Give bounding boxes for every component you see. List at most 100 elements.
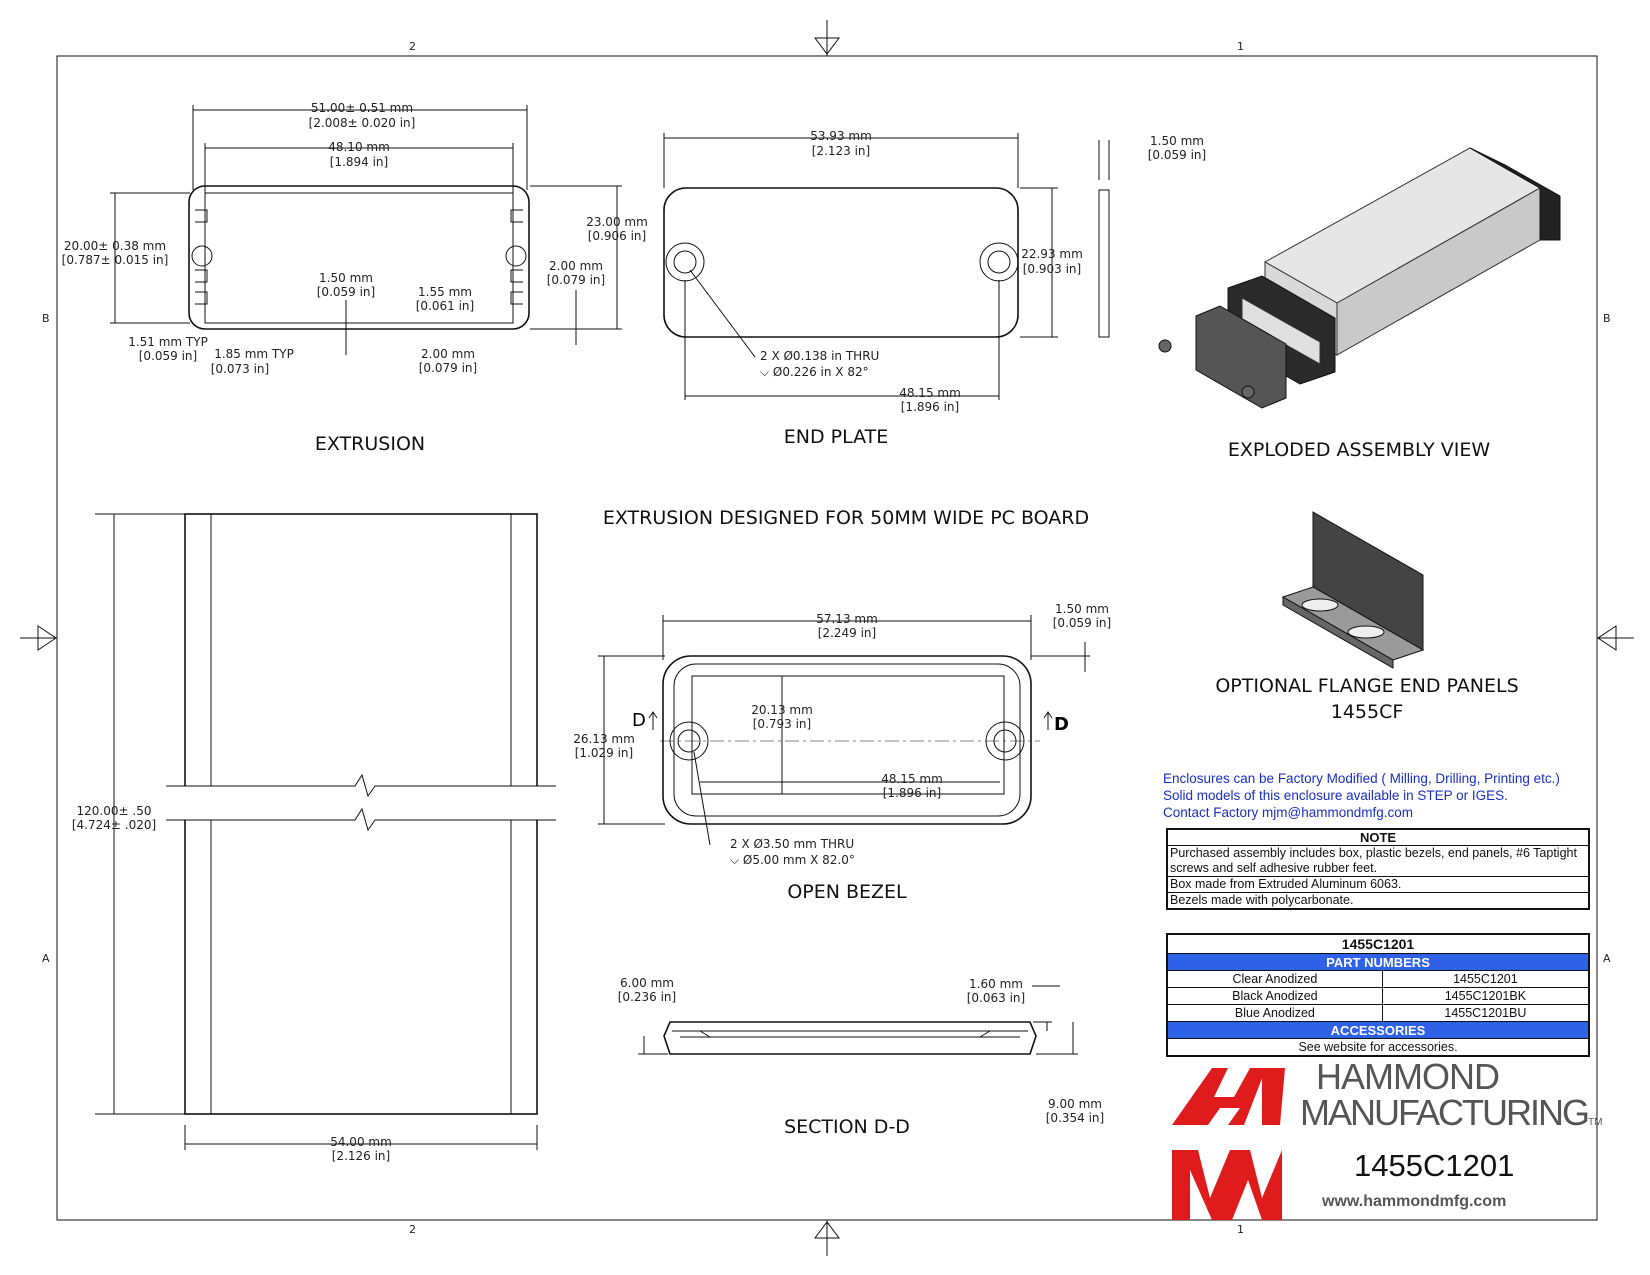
svg-text:[0.906 in]: [0.906 in]: [588, 229, 646, 243]
extrusion-dimensions: 51.00± 0.51 mm [2.008± 0.020 in] 48.10 m…: [62, 101, 648, 376]
section-dd-dimensions: 6.00 mm [0.236 in] 1.60 mm [0.063 in] 9.…: [618, 976, 1104, 1125]
end-plate-title: END PLATE: [784, 426, 889, 448]
svg-text:[0.079 in]: [0.079 in]: [419, 361, 477, 375]
extrusion-title: EXTRUSION: [315, 433, 425, 455]
pn-cell: 1455C1201BK: [1381, 987, 1590, 1005]
svg-text:57.13 mm: 57.13 mm: [816, 612, 878, 626]
svg-text:26.13 mm: 26.13 mm: [573, 732, 635, 746]
svg-text:1.50 mm: 1.50 mm: [1055, 602, 1109, 616]
svg-text:48.15 mm: 48.15 mm: [881, 772, 943, 786]
svg-text:20.13 mm: 20.13 mm: [751, 703, 813, 717]
side-view: [95, 513, 556, 1150]
svg-text:[4.724± .020]: [4.724± .020]: [72, 818, 156, 832]
svg-text:[2.126 in]: [2.126 in]: [332, 1149, 390, 1163]
table-row: Blue Anodized 1455C1201BU: [1166, 1004, 1590, 1022]
svg-text:1.50 mm: 1.50 mm: [319, 271, 373, 285]
finish-cell: Clear Anodized: [1166, 970, 1383, 988]
svg-text:1.50 mm: 1.50 mm: [1150, 134, 1204, 148]
part-numbers-table: 1455C1201 PART NUMBERS Clear Anodized 14…: [1166, 933, 1590, 1057]
logo-manufacturing: MANUFACTURINGTM: [1300, 1092, 1602, 1134]
zone-bottom-left: 2: [409, 1223, 416, 1236]
svg-text:[1.029 in]: [1.029 in]: [575, 746, 633, 760]
svg-text:2.00 mm: 2.00 mm: [549, 259, 603, 273]
flange-part: 1455CF: [1331, 701, 1404, 723]
side-view-dimensions: 120.00± .50 [4.724± .020] 54.00 mm [2.12…: [72, 804, 392, 1163]
logo-hammond: HAMMOND: [1316, 1056, 1500, 1097]
svg-text:⌵ Ø5.00 mm X 82.0°: ⌵ Ø5.00 mm X 82.0°: [730, 853, 855, 867]
centering-marks: [20, 20, 1634, 1256]
svg-text:[0.059 in]: [0.059 in]: [317, 285, 375, 299]
info-line-1: Enclosures can be Factory Modified ( Mil…: [1163, 771, 1560, 786]
accessories-text: See website for accessories.: [1166, 1038, 1590, 1057]
svg-text:[2.123 in]: [2.123 in]: [812, 144, 870, 158]
note-header: NOTE: [1167, 829, 1589, 846]
svg-text:53.93 mm: 53.93 mm: [810, 129, 872, 143]
section-marker-left: D: [632, 710, 646, 731]
svg-text:1.85 mm TYP: 1.85 mm TYP: [214, 347, 294, 361]
flange-title: OPTIONAL FLANGE END PANELS: [1215, 675, 1518, 697]
zone-right-a: A: [1603, 952, 1611, 965]
part-numbers-label: PART NUMBERS: [1166, 953, 1590, 971]
open-bezel: [598, 615, 1090, 846]
zone-top-right: 1: [1237, 40, 1244, 53]
zone-bottom-right: 1: [1237, 1223, 1244, 1236]
section-title: SECTION D-D: [784, 1116, 910, 1138]
note-table: NOTE Purchased assembly includes box, pl…: [1166, 828, 1590, 910]
svg-text:120.00± .50: 120.00± .50: [77, 804, 152, 818]
svg-text:2 X Ø0.138 in THRU: 2 X Ø0.138 in THRU: [760, 349, 879, 363]
open-bezel-dimensions: 57.13 mm [2.249 in] 1.50 mm [0.059 in] 2…: [573, 602, 1111, 867]
svg-text:48.10 mm: 48.10 mm: [328, 140, 390, 154]
finish-cell: Black Anodized: [1166, 987, 1383, 1005]
note-row: Box made from Extruded Aluminum 6063.: [1167, 876, 1589, 893]
section-dd: [638, 985, 1078, 1055]
hammond-logo-mark: [1172, 1068, 1285, 1220]
svg-text:[0.063 in]: [0.063 in]: [967, 991, 1025, 1005]
svg-text:23.00 mm: 23.00 mm: [586, 215, 648, 229]
svg-text:[1.894 in]: [1.894 in]: [330, 155, 388, 169]
svg-text:54.00 mm: 54.00 mm: [330, 1135, 392, 1149]
pn-cell: 1455C1201: [1381, 970, 1590, 988]
end-plate-dimensions: 53.93 mm [2.123 in] 1.50 mm [0.059 in] 2…: [760, 129, 1206, 414]
trademark: TM: [1588, 1117, 1603, 1128]
svg-text:[0.793 in]: [0.793 in]: [753, 717, 811, 731]
svg-text:[0.354 in]: [0.354 in]: [1046, 1111, 1104, 1125]
end-plate: [663, 133, 1110, 400]
section-marker-right: D: [1054, 714, 1069, 735]
table-row: Black Anodized 1455C1201BK: [1166, 987, 1590, 1005]
finish-cell: Blue Anodized: [1166, 1004, 1383, 1022]
svg-text:⌵ Ø0.226 in X 82°: ⌵ Ø0.226 in X 82°: [760, 365, 869, 379]
svg-text:2 X Ø3.50 mm THRU: 2 X Ø3.50 mm THRU: [730, 837, 854, 851]
logo-manufacturing-text: MANUFACTURING: [1300, 1092, 1590, 1133]
note-row: Bezels made with polycarbonate.: [1167, 892, 1589, 909]
svg-text:[0.059 in]: [0.059 in]: [139, 349, 197, 363]
flange-panel-illustration: [1281, 511, 1425, 669]
svg-text:[2.008± 0.020 in]: [2.008± 0.020 in]: [309, 116, 416, 130]
svg-text:[0.073 in]: [0.073 in]: [211, 362, 269, 376]
svg-text:1.55 mm: 1.55 mm: [418, 285, 472, 299]
svg-text:2.00 mm: 2.00 mm: [421, 347, 475, 361]
svg-text:[0.059 in]: [0.059 in]: [1148, 148, 1206, 162]
svg-text:51.00± 0.51 mm: 51.00± 0.51 mm: [311, 101, 413, 115]
open-bezel-title: OPEN BEZEL: [787, 881, 907, 903]
info-line-3: Contact Factory mjm@hammondmfg.com: [1163, 805, 1414, 820]
zone-top-left: 2: [409, 40, 416, 53]
factory-info: Enclosures can be Factory Modified ( Mil…: [1163, 770, 1560, 821]
info-line-2: Solid models of this enclosure available…: [1163, 788, 1508, 803]
svg-text:[0.059 in]: [0.059 in]: [1053, 616, 1111, 630]
note-row: Purchased assembly includes box, plastic…: [1167, 845, 1589, 877]
zone-right-b: B: [1603, 312, 1611, 325]
svg-text:[0.236 in]: [0.236 in]: [618, 990, 676, 1004]
part-table-title: 1455C1201: [1166, 933, 1590, 954]
pn-cell: 1455C1201BU: [1381, 1004, 1590, 1022]
svg-text:1.51 mm TYP: 1.51 mm TYP: [128, 335, 208, 349]
svg-text:9.00 mm: 9.00 mm: [1048, 1097, 1102, 1111]
exploded-title: EXPLODED ASSEMBLY VIEW: [1228, 439, 1491, 461]
website: www.hammondmfg.com: [1322, 1193, 1507, 1210]
svg-text:1.60 mm: 1.60 mm: [969, 977, 1023, 991]
svg-text:[2.249 in]: [2.249 in]: [818, 626, 876, 640]
designed-for-note: EXTRUSION DESIGNED FOR 50MM WIDE PC BOAR…: [603, 507, 1089, 529]
svg-text:6.00 mm: 6.00 mm: [620, 976, 674, 990]
svg-text:[0.903 in]: [0.903 in]: [1023, 262, 1081, 276]
extrusion-section: [110, 105, 622, 355]
